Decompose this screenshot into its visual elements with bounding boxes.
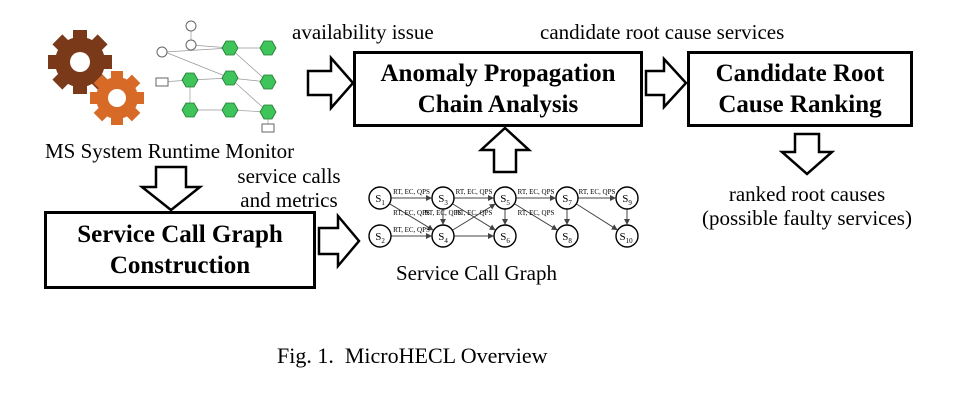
edge-label: RT, EC, QPS: [518, 209, 555, 217]
gear-icon: [48, 30, 112, 94]
figure-caption: Fig. 1. MicroHECL Overview: [277, 343, 548, 368]
graph-edge: [389, 203, 434, 231]
graph-node: [368, 224, 392, 248]
graph-node: [615, 224, 639, 248]
graph-edge: [452, 203, 496, 231]
edge-label: RT, EC, QPS: [425, 209, 462, 217]
arrow-down-icon: [138, 165, 204, 212]
graph-node-label: S5: [500, 193, 510, 207]
availability-issue-label: availability issue: [292, 20, 434, 44]
graph-edge: [514, 203, 558, 231]
graph-node-label: S9: [622, 193, 632, 207]
service-calls-metrics-label: service calls and metrics: [237, 164, 341, 212]
edge-label: RT, EC, QPS: [393, 188, 430, 196]
graph-node: [368, 186, 392, 210]
arrow-right-icon: [317, 212, 361, 270]
edge-label: RT, EC, QPS: [579, 188, 616, 196]
graph-node: [493, 224, 517, 248]
edge-label: RT, EC, QPS: [393, 226, 430, 234]
topology-nodes: [155, 20, 277, 133]
arrow-right-icon: [306, 54, 355, 112]
graph-node: [555, 224, 579, 248]
graph-node-label: S7: [562, 193, 572, 207]
graph-node: [493, 186, 517, 210]
graph-node: [555, 186, 579, 210]
edge-label: RT, EC, QPS: [456, 188, 493, 196]
graph-node-label: S3: [438, 193, 448, 207]
service-call-graph-title: Service Call Graph: [396, 261, 557, 285]
graph-node: [431, 186, 455, 210]
candidate-root-cause-services-label: candidate root cause services: [540, 20, 785, 44]
edge-label: RT, EC, QPS: [518, 188, 555, 196]
edge-label: RT, EC, QPS: [393, 209, 430, 217]
arrow-up-icon: [477, 126, 533, 174]
ms-system-runtime-monitor-label: MS System Runtime Monitor: [45, 139, 295, 163]
graph-node-label: S6: [500, 231, 510, 245]
ranked-root-causes-label: ranked root causes (possible faulty serv…: [702, 182, 912, 230]
graph-node-label: S8: [562, 231, 572, 245]
graph-node: [615, 186, 639, 210]
graph-node-label: S1: [375, 193, 385, 207]
graph-construction-box: Service Call Graph Construction: [44, 211, 316, 289]
candidate-ranking-box: Candidate Root Cause Ranking: [687, 51, 913, 127]
edge-label: RT, EC, QPS: [456, 209, 493, 217]
anomaly-propagation-box: Anomaly Propagation Chain Analysis: [353, 51, 643, 127]
graph-node: [431, 224, 455, 248]
arrow-down-icon: [778, 132, 836, 176]
gear-icon: [90, 71, 144, 125]
graph-edge: [576, 203, 618, 231]
graph-node-label: S4: [438, 231, 448, 245]
graph-node-label: S2: [375, 231, 385, 245]
arrow-right-icon: [644, 55, 688, 111]
